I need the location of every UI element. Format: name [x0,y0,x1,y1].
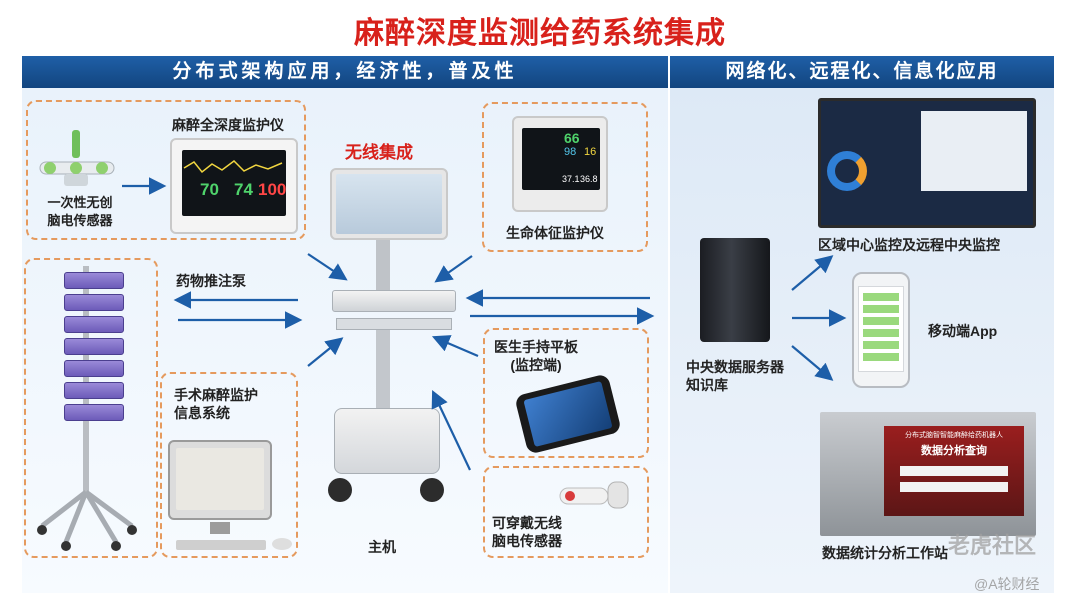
pump-unit [64,272,124,289]
mouse-icon [272,538,292,550]
password-input[interactable] [900,482,1008,492]
pump-unit [64,404,124,421]
pump-unit [64,360,124,377]
right-section-header: 网络化、远程化、信息化应用 [670,56,1054,88]
host-display [330,168,448,240]
arrow-wearable-to-host [431,390,471,471]
pump-unit [64,294,124,311]
pump-group [24,258,158,558]
left-section-header: 分布式架构应用，经济性，普及性 [22,56,668,88]
watermark-secondary: @A轮财经 [974,576,1040,592]
pump-pole [83,266,89,496]
disposable-sensor-label: 一次性无创 脑电传感器 [47,195,113,228]
regional-monitor-screen [818,98,1036,228]
mobile-phone [852,272,910,388]
stats-heading: 分布式脑智智能麻醉给药机器人 [905,432,1003,439]
mobile-label: 移动端App [928,323,998,339]
server-label: 中央数据服务器 知识库 [686,359,784,393]
vital-monitor-group [482,102,648,252]
host-label: 主机 [368,539,396,555]
wearable-eeg-sensor-icon [559,481,629,509]
tablet-label: 医生手持平板 (监控端) [494,339,578,373]
arrow-monitor-to-host [307,253,348,281]
username-input[interactable] [900,466,1008,476]
host-base [334,408,440,474]
keyboard-icon [176,540,266,550]
pump-unit [64,316,124,333]
anesthesia-depth-monitor: 70 74 100 [170,138,298,234]
wearable-label: 可穿戴无线 脑电传感器 [492,515,562,549]
arrow-tablet-to-host [431,335,479,358]
pump-unit [64,382,124,399]
vital-signs-monitor: 66 98 16 37.1 36.8 [512,116,608,212]
host-cart [376,240,390,292]
pump-stand-base-icon [37,489,137,551]
page-title: 麻醉深度监测给药系统集成 [354,17,726,50]
depth-monitor-screen: 70 74 100 [182,150,286,216]
vital-reading-d: 37.1 [562,174,580,184]
reading-b: 74 [234,180,253,199]
central-server [700,238,770,342]
stats-label: 数据统计分析工作站 [822,545,948,561]
vital-monitor-screen: 66 98 16 37.1 36.8 [522,128,600,190]
vital-reading-a: 66 [564,130,580,146]
stats-subheading: 数据分析查询 [921,445,987,457]
host-shelf [332,290,456,312]
info-system-group [160,372,298,558]
stats-login-panel: 分布式脑智智能麻醉给药机器人 数据分析查询 [884,426,1024,516]
vital-monitor-label: 生命体征监护仪 [506,225,604,241]
info-system-label: 手术麻醉监护 信息系统 [174,387,258,421]
host-pole [376,330,390,410]
info-system-monitor [168,440,272,520]
donut-chart-icon [827,151,867,191]
host-tray [336,318,452,330]
vital-reading-b: 98 [564,146,577,158]
watermark-primary: 老虎社区 [948,533,1037,558]
regional-table [921,111,1027,191]
stats-workstation-screen: 分布式脑智智能麻醉给药机器人 数据分析查询 [820,412,1036,536]
depth-monitor-group [26,100,306,240]
wearable-group [483,466,649,558]
regional-label: 区域中心监控及远程中央监控 [818,237,1000,253]
depth-monitor-label: 麻醉全深度监护仪 [172,117,284,133]
vital-reading-c: 16 [584,146,597,158]
infusion-pump-stack [36,266,148,556]
disposable-eeg-sensor-icon [39,130,115,186]
waveform-icon [183,160,283,174]
app-tiles [863,293,899,363]
host-wheel-left [328,478,352,502]
arrow-info-to-host [307,337,344,367]
host-wheel-right [420,478,444,502]
arrow-server-to-regional [791,255,834,291]
pump-unit [64,338,124,355]
tablet-group [483,328,649,458]
wireless-label: 无线集成 [345,143,413,162]
arrow-vital-to-host [434,255,473,283]
info-system-stand [210,522,230,534]
arrow-server-to-stats [791,345,834,381]
infusion-pump-label: 药物推注泵 [176,273,246,289]
vital-reading-e: 36.8 [580,174,598,184]
reading-c: 100 [258,180,287,199]
reading-a: 70 [200,180,219,199]
